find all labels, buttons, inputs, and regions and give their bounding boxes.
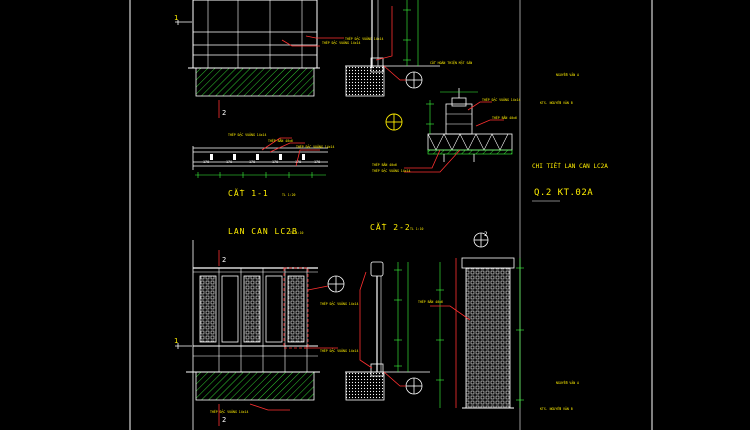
- plan-view: 170 170 170 170 170 170: [192, 137, 328, 178]
- cut-label-2: 2: [222, 109, 226, 117]
- right-tag-3: NGUYỄN VĂN A: [556, 380, 579, 385]
- lc2b-panels: [199, 275, 305, 343]
- note-cot-hoan-thien: CỐT HOÀN THIỆN MẶT SÀN: [430, 60, 472, 65]
- cut-marker-1-top: 1 2: [174, 14, 226, 118]
- note-top-2: THÉP ĐẶC VUÔNG 14x14: [345, 36, 383, 41]
- plan-dim-1: 170: [226, 160, 232, 164]
- cut-label-2c: 2: [222, 416, 226, 424]
- right-tag-2: KTS. NGUYỄN VĂN B: [540, 100, 573, 105]
- note-top-1: THÉP ĐẶC VUÔNG 14x14: [322, 40, 360, 45]
- plan-posts: [210, 154, 305, 160]
- cut-label-1b: 1: [174, 337, 178, 345]
- note-plan-1: THÉP ĐẶC VUÔNG 14x14: [228, 132, 266, 137]
- lc2a-side-elevation: [430, 232, 524, 409]
- plan-dim-4: 170: [295, 160, 301, 164]
- plan-dim-3: 170: [272, 160, 278, 164]
- cut-label-1: 1: [174, 14, 178, 22]
- note-detail-1: THÉP ĐẶC VUÔNG 14x14: [482, 97, 520, 102]
- note-thep-ban: THÉP BẢN 40x6: [418, 299, 443, 304]
- node-detail: [385, 88, 513, 173]
- plan-dim-2: 170: [249, 160, 255, 164]
- cut-label-2d: 2: [484, 231, 488, 238]
- note-sec: THÉP BẢN 40x6: [372, 162, 397, 167]
- scale-cat-1-1: TL 1:20: [282, 193, 296, 197]
- section-profile-top: [345, 0, 440, 97]
- section-2-2: [345, 261, 430, 401]
- note-detail-2: THÉP BẢN 40x6: [492, 115, 517, 120]
- note-thep-dac: THÉP ĐẶC VUÔNG 14x14: [372, 168, 410, 173]
- plan-dim-ticks: [197, 172, 313, 178]
- scale-cat-2-2: TL 1:10: [410, 227, 424, 231]
- plan-dim-5: 170: [314, 160, 320, 164]
- plan-dim-0: 170: [203, 160, 209, 164]
- cut-label-2b: 2: [222, 256, 226, 264]
- scale-lan-can-lc2b: TL 1:10: [290, 231, 304, 235]
- right-tag-1: NGUYỄN VĂN A: [556, 72, 579, 77]
- right-tag-4: KTS. NGUYỄN VĂN B: [540, 406, 573, 411]
- title-cat-1-1: CẮT 1-1: [228, 187, 269, 198]
- title-chi-tiet-lc2a: CHI TIẾT LAN CAN LC2A: [532, 162, 608, 170]
- top-elevation-railing: [188, 0, 320, 97]
- top-leader-lines: [281, 35, 344, 47]
- title-lan-can-lc2b: LAN CAN LC2B: [228, 227, 298, 236]
- sheet-reference: Q.2 KT.02A: [534, 188, 593, 198]
- title-cat-2-2: CẮT 2-2: [370, 221, 411, 232]
- note-plan-3: THÉP ĐẶC VUÔNG 14x14: [296, 144, 334, 149]
- note-plan-2: THÉP BẢN 40x6: [268, 138, 293, 143]
- note-thep-dac-2: THÉP ĐẶC VUÔNG 14x14: [210, 409, 248, 414]
- lc2b-elevation: [175, 240, 345, 430]
- note-bottom-1: THÉP ĐẶC VUÔNG 14x14: [320, 301, 358, 306]
- note-bottom-2: THÉP ĐẶC VUÔNG 14x14: [320, 348, 358, 353]
